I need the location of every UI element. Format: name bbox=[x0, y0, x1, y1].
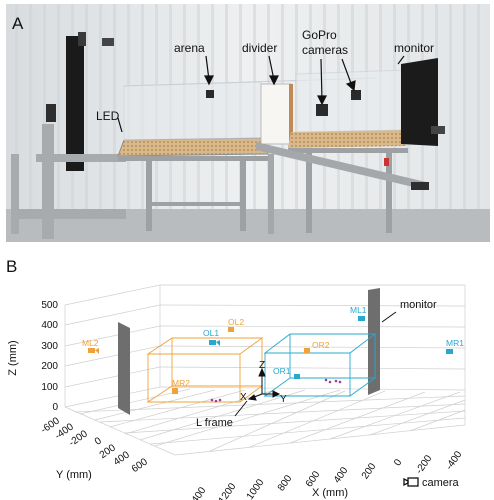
z-tick: 0 bbox=[52, 402, 58, 413]
camera-or1 bbox=[294, 374, 300, 379]
camera-label-ml1: ML1 bbox=[350, 305, 367, 315]
camera-legend-label: camera bbox=[422, 477, 460, 489]
camera-or2 bbox=[304, 348, 310, 353]
y-tick: 600 bbox=[130, 456, 150, 475]
panel-b-letter: B bbox=[6, 257, 17, 276]
z-tick: 300 bbox=[41, 341, 58, 352]
right-arena-table bbox=[288, 69, 408, 233]
x-tick: -400 bbox=[444, 449, 465, 472]
left-rig-frame bbox=[11, 104, 126, 239]
camera-mr1 bbox=[446, 349, 453, 354]
gopro-cameras bbox=[206, 90, 361, 116]
origin-axes bbox=[234, 367, 281, 417]
camera-label-ml2: ML2 bbox=[82, 338, 99, 348]
panel-a-letter: A bbox=[12, 14, 24, 33]
right-monitor bbox=[401, 58, 445, 146]
z-axis-label: Z (mm) bbox=[7, 340, 19, 375]
origin-y: Y bbox=[280, 394, 287, 405]
camera-ml2 bbox=[88, 348, 99, 354]
camera-label-or1: OR1 bbox=[273, 366, 291, 376]
monitor-label: monitor bbox=[400, 299, 437, 311]
label-arena: arena bbox=[174, 41, 205, 55]
right-screen-monitor bbox=[368, 288, 380, 395]
camera-label-ol1: OL1 bbox=[203, 328, 219, 338]
x-tick: -200 bbox=[414, 453, 435, 476]
camera-ol1 bbox=[209, 340, 220, 346]
setup-photograph: A arena divider GoPro cameras monitor LE… bbox=[6, 4, 490, 242]
label-divider: divider bbox=[242, 41, 277, 55]
label-led: LED bbox=[96, 109, 120, 123]
camera-legend: camera bbox=[403, 477, 460, 489]
led-markers bbox=[210, 378, 342, 403]
x-tick: 1000 bbox=[245, 477, 267, 500]
3d-schematic: B bbox=[6, 257, 466, 500]
camera-label-ol2: OL2 bbox=[228, 317, 244, 327]
right-arena-box bbox=[263, 333, 377, 397]
x-tick: 200 bbox=[360, 461, 379, 481]
camera-markers bbox=[88, 316, 453, 394]
plot-box-grid bbox=[64, 284, 466, 456]
right-rig-frame bbox=[256, 142, 429, 234]
z-tick: 200 bbox=[41, 361, 58, 372]
x-tick: 1400 bbox=[187, 485, 209, 500]
label-cameras: cameras bbox=[302, 43, 348, 57]
x-tick: 800 bbox=[276, 473, 295, 493]
divider-panel bbox=[260, 83, 292, 145]
camera-label-mr1: MR1 bbox=[446, 338, 464, 348]
x-tick: 0 bbox=[392, 457, 404, 468]
origin-z: Z bbox=[259, 360, 265, 371]
z-tick: 500 bbox=[41, 300, 58, 311]
left-screen bbox=[118, 322, 130, 415]
camera-mr2 bbox=[172, 388, 178, 394]
label-gopro: GoPro bbox=[302, 28, 337, 42]
annotation-arrows bbox=[117, 55, 405, 133]
left-monitor bbox=[66, 32, 114, 171]
x-tick: 1200 bbox=[217, 481, 239, 500]
origin-x: X bbox=[240, 392, 247, 403]
z-tick: 100 bbox=[41, 382, 58, 393]
label-monitor: monitor bbox=[394, 41, 434, 55]
y-axis-label: Y (mm) bbox=[56, 469, 92, 481]
x-tick: 400 bbox=[332, 465, 351, 485]
camera-ml1 bbox=[358, 316, 365, 321]
y-tick: 0 bbox=[93, 435, 104, 447]
camera-ol2 bbox=[228, 327, 234, 332]
camera-icon bbox=[403, 477, 419, 487]
x-axis-label: X (mm) bbox=[312, 487, 348, 499]
z-tick: 400 bbox=[41, 320, 58, 331]
camera-label-mr2: MR2 bbox=[172, 378, 190, 388]
l-frame-label: L frame bbox=[196, 417, 233, 429]
camera-label-or2: OR2 bbox=[312, 340, 330, 350]
